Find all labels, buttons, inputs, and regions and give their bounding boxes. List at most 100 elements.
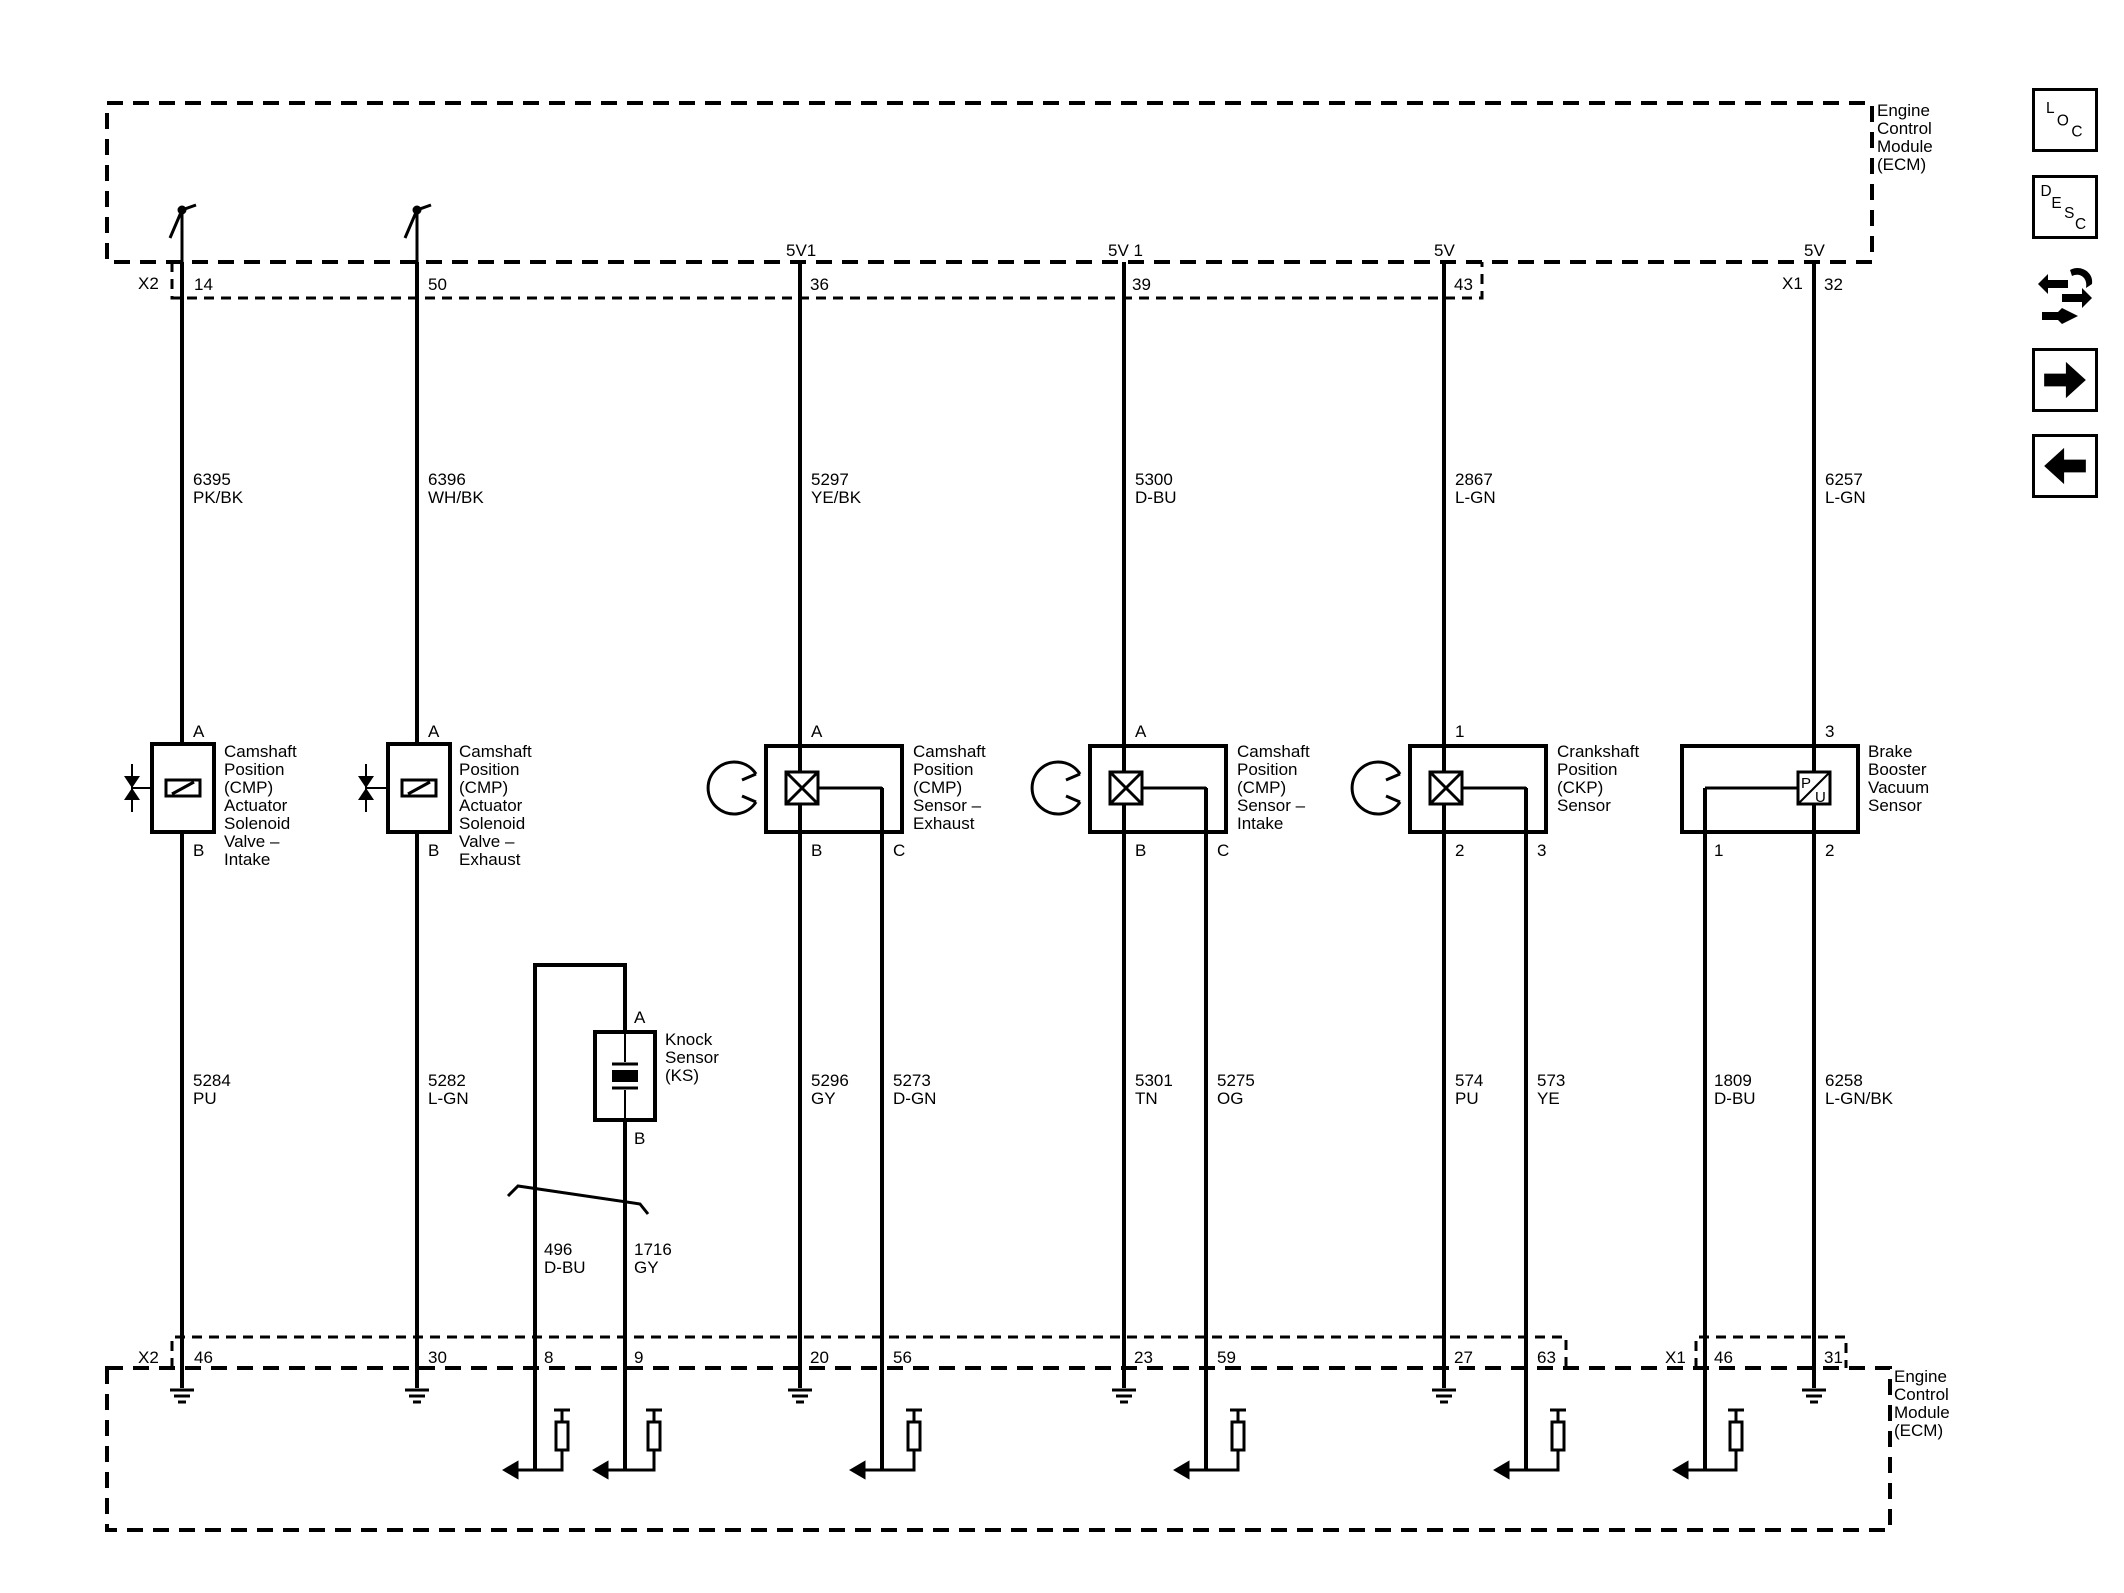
ecm-label-top: Engine Control Module (ECM) xyxy=(1877,101,1938,174)
svg-text:2867: 2867 xyxy=(1455,470,1493,489)
svg-text:63: 63 xyxy=(1537,1348,1556,1367)
svg-text:U: U xyxy=(1815,789,1826,806)
svg-text:B: B xyxy=(428,841,439,860)
svg-text:Camshaft Position: Camshaft Position (CMP) Sensor – Intake xyxy=(1237,742,1314,833)
svg-text:B: B xyxy=(193,841,204,860)
ecm-pin: 32 xyxy=(1824,275,1843,294)
ecm-pin: 36 xyxy=(810,275,829,294)
svg-text:D-GN: D-GN xyxy=(893,1089,936,1108)
ecm-bottom-box xyxy=(105,1366,1892,1532)
svg-text:B: B xyxy=(1135,841,1146,860)
svg-text:46: 46 xyxy=(1714,1348,1733,1367)
svg-text:Camshaft Position: Camshaft Position (CMP) Actuator Solenoi… xyxy=(224,742,301,869)
ecm-bottom-pins: 46 30 8 9 20 56 23 59 27 63 46 31 xyxy=(194,1348,1843,1367)
svg-text:A: A xyxy=(634,1008,646,1027)
svg-text:L-GN: L-GN xyxy=(428,1089,469,1108)
svg-text:L-GN/BK: L-GN/BK xyxy=(1825,1089,1894,1108)
svg-text:L: L xyxy=(2046,100,2055,117)
svg-text:L-GN: L-GN xyxy=(1825,488,1866,507)
svg-text:GY: GY xyxy=(634,1258,659,1277)
svg-text:D: D xyxy=(2041,183,2052,200)
twisted-pair-mark xyxy=(506,1184,650,1215)
svg-text:C: C xyxy=(2071,123,2082,140)
ecm-pin: 39 xyxy=(1132,275,1151,294)
svg-text:5284: 5284 xyxy=(193,1071,231,1090)
supply-label: 5V 1 xyxy=(1108,241,1143,260)
svg-text:31: 31 xyxy=(1824,1348,1843,1367)
svg-text:OG: OG xyxy=(1217,1089,1243,1108)
svg-text:B: B xyxy=(634,1129,645,1148)
svg-text:YE/BK: YE/BK xyxy=(811,488,862,507)
ecm-label-bottom: Engine Control Module (ECM) xyxy=(1894,1367,1955,1440)
svg-text:S: S xyxy=(2064,205,2074,222)
svg-text:6258: 6258 xyxy=(1825,1071,1863,1090)
ecm-driver-switch xyxy=(168,203,197,262)
svg-text:YE: YE xyxy=(1537,1089,1560,1108)
svg-text:56: 56 xyxy=(893,1348,912,1367)
svg-text:A: A xyxy=(1135,722,1147,741)
svg-text:Crankshaft Position: Crankshaft Position (CKP) Sensor xyxy=(1557,742,1644,815)
cmp-actuator-solenoid-exhaust: A B Camshaft Position (CMP) Actuator Sol… xyxy=(358,722,536,869)
svg-text:1716: 1716 xyxy=(634,1240,672,1259)
svg-text:C: C xyxy=(893,841,905,860)
connector-strips xyxy=(170,262,1848,1368)
svg-text:C: C xyxy=(1217,841,1229,860)
svg-text:Camshaft Position: Camshaft Position (CMP) Actuator Solenoi… xyxy=(459,742,536,869)
svg-text:PU: PU xyxy=(1455,1089,1479,1108)
svg-text:1809: 1809 xyxy=(1714,1071,1752,1090)
next-page-arrow-icon xyxy=(2044,361,2086,399)
svg-text:O: O xyxy=(2057,112,2069,129)
loc-button[interactable]: L O C xyxy=(2032,88,2098,152)
ground-symbols xyxy=(170,1388,1826,1404)
supply-label: 5V1 xyxy=(786,241,816,260)
connector-x2-top: X2 xyxy=(138,274,159,293)
cmp-sensor-intake: A B C Camshaft Position (CMP) Sensor – I… xyxy=(1030,722,1314,860)
svg-text:5300: 5300 xyxy=(1135,470,1173,489)
supply-label: 5V xyxy=(1804,241,1825,260)
svg-text:A: A xyxy=(193,722,205,741)
svg-text:WH/BK: WH/BK xyxy=(428,488,484,507)
svg-text:6395: 6395 xyxy=(193,470,231,489)
ecm-input-circuits xyxy=(502,1408,1744,1480)
ecm-driver-switch xyxy=(403,203,432,262)
svg-text:6257: 6257 xyxy=(1825,470,1863,489)
wires xyxy=(180,262,1816,1470)
svg-text:5301: 5301 xyxy=(1135,1071,1173,1090)
ecm-top-box xyxy=(105,101,1874,264)
svg-text:D-BU: D-BU xyxy=(1714,1089,1756,1108)
connector-x1-bottom: X1 xyxy=(1665,1348,1686,1367)
svg-text:PU: PU xyxy=(193,1089,217,1108)
svg-text:1: 1 xyxy=(1455,722,1464,741)
svg-text:2: 2 xyxy=(1825,841,1834,860)
svg-text:C: C xyxy=(2075,216,2086,233)
previous-page-button[interactable] xyxy=(2032,434,2098,498)
svg-text:496: 496 xyxy=(544,1240,572,1259)
next-page-button[interactable] xyxy=(2032,348,2098,412)
svg-text:E: E xyxy=(2051,195,2061,212)
ckp-sensor: 1 2 3 Crankshaft Position (CKP) Sensor xyxy=(1350,722,1644,860)
svg-text:Camshaft Position: Camshaft Position (CMP) Sensor – Exhaust xyxy=(913,742,990,833)
svg-text:27: 27 xyxy=(1454,1348,1473,1367)
svg-text:59: 59 xyxy=(1217,1348,1236,1367)
svg-text:2: 2 xyxy=(1455,841,1464,860)
svg-text:Brake Booster Vacu: Brake Booster Vacuum Sensor xyxy=(1868,742,1934,815)
svg-text:B: B xyxy=(811,841,822,860)
knock-sensor: A B Knock Sensor (KS) xyxy=(593,1008,719,1148)
connector-view-icon[interactable] xyxy=(2032,258,2098,328)
svg-text:46: 46 xyxy=(194,1348,213,1367)
ecm-pin: 50 xyxy=(428,275,447,294)
svg-text:5275: 5275 xyxy=(1217,1071,1255,1090)
svg-text:5273: 5273 xyxy=(893,1071,931,1090)
svg-text:A: A xyxy=(811,722,823,741)
svg-text:8: 8 xyxy=(544,1348,553,1367)
svg-text:A: A xyxy=(428,722,440,741)
brake-booster-vacuum-sensor: P U 3 1 2 Brake Booster Vacuum Sensor xyxy=(1680,722,1934,860)
svg-text:6396: 6396 xyxy=(428,470,466,489)
ecm-pin: 14 xyxy=(194,275,213,294)
ecm-pin: 43 xyxy=(1454,275,1473,294)
desc-button[interactable]: D E S C xyxy=(2032,175,2098,239)
svg-text:GY: GY xyxy=(811,1089,836,1108)
